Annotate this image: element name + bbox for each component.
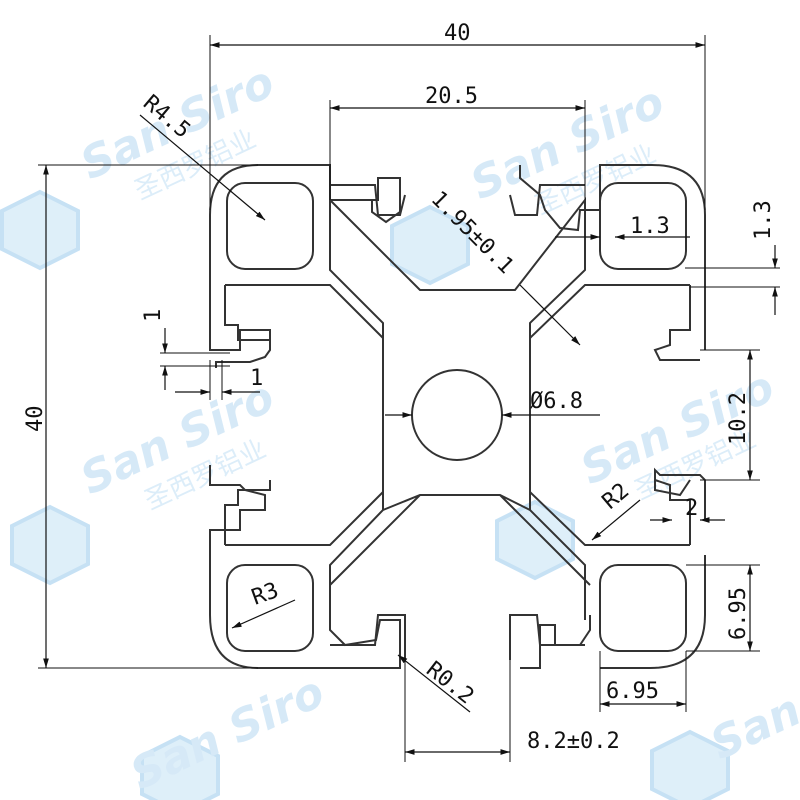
corner-cavity-top-left [226,182,314,270]
watermark-logo-icon [390,204,470,286]
corner-cavity-bottom-right [599,564,687,652]
label-wall-right: 1.3 [751,200,776,240]
label-overall-width: 40 [444,21,471,46]
slot-lip-bottom-right [509,614,585,660]
label-wall-top: 1.3 [630,214,670,239]
slot-lip-left-lower [224,480,271,545]
slot-lip-bottom-left [330,614,406,660]
slot-lip-left-upper [224,285,271,350]
watermark-logo-icon [650,729,730,800]
watermark-logo-icon [10,504,90,586]
label-slot-span: 20.5 [425,84,478,109]
watermark-logo-icon [0,189,80,271]
profile-outer-contour [209,164,706,669]
watermark-logo-icon [140,734,220,800]
leader-wall-diagonal [519,284,581,346]
slot-lip-right-lower [654,479,691,545]
watermark-brand: San Siro [703,636,800,770]
watermark-brand: San Siro [123,666,332,800]
label-slot-depth: 10.2 [726,392,751,445]
center-hole [411,369,503,461]
leader-outer-radius [139,114,266,221]
slot-lip-top-left [330,184,406,216]
leader-slot-radius [397,654,471,713]
corner-cavity-top-right [599,182,687,270]
label-slot-radius: R0.2 [421,657,478,709]
watermark-group: San Siro 圣西罗铝业 San Siro 圣西罗铝业 San Siro 圣… [0,56,800,800]
slot-lip-top-right [509,184,585,216]
label-cavity-width: 6.95 [606,679,659,704]
leader-inner-radius [591,499,641,541]
label-center-hole: Ø6.8 [530,389,583,414]
leader-cavity-radius [231,599,296,629]
label-overall-height: 40 [23,406,48,433]
label-lip-height: 1 [141,309,166,322]
label-cavity-height: 6.95 [726,587,751,640]
corner-cavity-bottom-left [226,564,314,652]
label-cavity-radius: R3 [249,578,282,611]
slot-lip-right-upper [653,285,700,361]
label-lip-right: 2 [685,496,698,521]
label-slot-opening: 8.2±0.2 [527,729,620,754]
profile-outline [209,164,706,669]
watermark-logo-icon [495,499,575,581]
label-lip-depth: 1 [250,366,263,391]
